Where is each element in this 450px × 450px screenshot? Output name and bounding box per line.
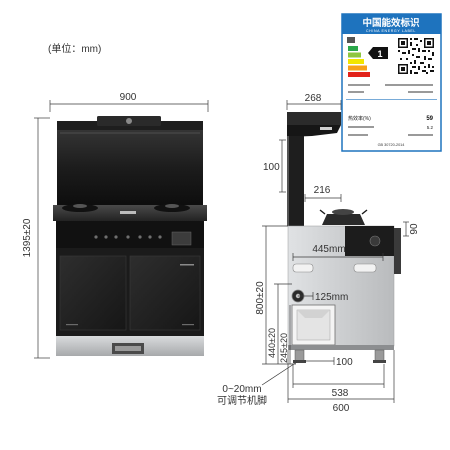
side-handle-left (292, 263, 314, 273)
secondary-value: 5.2 (427, 125, 434, 130)
gas-inlet-label: 125mm (315, 292, 348, 303)
side-glass-edge (287, 136, 289, 226)
right-burner-cap (165, 204, 179, 208)
total-depth-label: 600 (333, 403, 350, 414)
cooktop-logo (120, 211, 136, 214)
top-recess-dimension: 90 (403, 221, 420, 237)
side-view: 268 100 216 (217, 93, 420, 414)
cabinet-width-label: 445mm (312, 244, 345, 255)
right-door (129, 255, 201, 331)
energy-logo-icon (347, 37, 355, 43)
thermal-efficiency-value: 59 (426, 116, 433, 122)
side-burner-icon (319, 209, 368, 225)
energy-label: 中国能效标识 CHINA ENERGY LABEL 1 (341, 13, 442, 152)
energy-label-title: 中国能效标识 (362, 17, 420, 29)
feet-leader-line (261, 361, 298, 386)
side-glass-post (287, 136, 304, 226)
side-hood-underside (287, 125, 341, 137)
hood-knob-icon (126, 118, 132, 124)
base-handle-inner (115, 346, 141, 351)
feet-offset-dimension: 100 (304, 357, 353, 368)
front-width-label: 900 (120, 92, 137, 103)
post-height-label: 100 (263, 162, 280, 173)
total-depth-dimension: 600 (288, 398, 394, 414)
burner-offset-dimension: 216 (304, 185, 342, 202)
gas-inlet-dimension: 125mm (298, 292, 348, 303)
feet-offset-label: 100 (336, 357, 353, 368)
unit-note: (单位：mm) (48, 42, 101, 55)
label-row-placeholder (348, 126, 374, 128)
energy-label-header (342, 14, 441, 34)
door-mark-bottom (66, 324, 78, 326)
label-divider (346, 99, 437, 100)
hood-glass-highlight (60, 132, 200, 134)
grade-bars (348, 46, 370, 77)
side-knob-icon (369, 235, 381, 247)
hood-depth-dimension: 268 (286, 93, 342, 110)
front-height-label: 1395±20 (22, 218, 33, 257)
height-440-label: 440±20 (267, 328, 277, 358)
qr-code-icon (398, 38, 434, 74)
left-burner-cap (73, 204, 87, 208)
side-hood-top (287, 112, 341, 125)
height-440-dimension: 440±20 (267, 283, 292, 364)
service-cutout-shade (297, 310, 330, 318)
cabinet-width-dimension: 445mm (292, 244, 384, 261)
top-recess-label: 90 (409, 223, 420, 235)
hood-glass-panel (57, 130, 203, 206)
rear-foot-pad (373, 360, 386, 363)
thermal-efficiency-label: 热效率(%) (348, 115, 371, 122)
touch-icons (94, 235, 162, 239)
post-height-dimension: 100 (263, 139, 286, 193)
label-row-placeholder-3 (408, 134, 433, 136)
side-plinth (288, 345, 394, 350)
height-245-dimension: 245±20 (279, 305, 291, 364)
energy-label-frame (341, 13, 442, 152)
burner-offset-label: 216 (314, 185, 331, 196)
label-fine-print (348, 84, 433, 93)
front-height-dimension: 1395±20 (22, 117, 50, 359)
feet-range-label: 0~20mm (222, 384, 261, 395)
inner-depth-dimension: 538 (293, 383, 384, 399)
door-mark-bottom-right (182, 324, 194, 326)
rear-foot (374, 349, 385, 362)
side-handle-right (353, 263, 377, 273)
front-view: 900 1395±20 (22, 92, 209, 359)
grade-value: 1 (377, 49, 382, 59)
control-display (171, 231, 192, 246)
front-foot (294, 349, 305, 362)
front-foot-pad (293, 360, 306, 363)
energy-label-subtitle: CHINA ENERGY LABEL (366, 29, 416, 33)
height-245-label: 245±20 (279, 333, 289, 363)
front-width-dimension: 900 (49, 92, 209, 112)
door-mark (180, 264, 194, 266)
side-edge-strip (394, 228, 401, 274)
energy-standard: GB 30720-2014 (378, 143, 405, 147)
hood-depth-label: 268 (305, 93, 322, 104)
grade-arrow-icon (368, 47, 388, 59)
inner-depth-label: 538 (332, 388, 349, 399)
label-row-placeholder-2 (348, 134, 368, 136)
left-door (59, 255, 127, 331)
total-height-label: 800±20 (255, 281, 266, 315)
feet-note-label: 可调节机脚 (217, 394, 267, 407)
side-hood-light (320, 127, 332, 130)
side-control-block (345, 226, 394, 256)
